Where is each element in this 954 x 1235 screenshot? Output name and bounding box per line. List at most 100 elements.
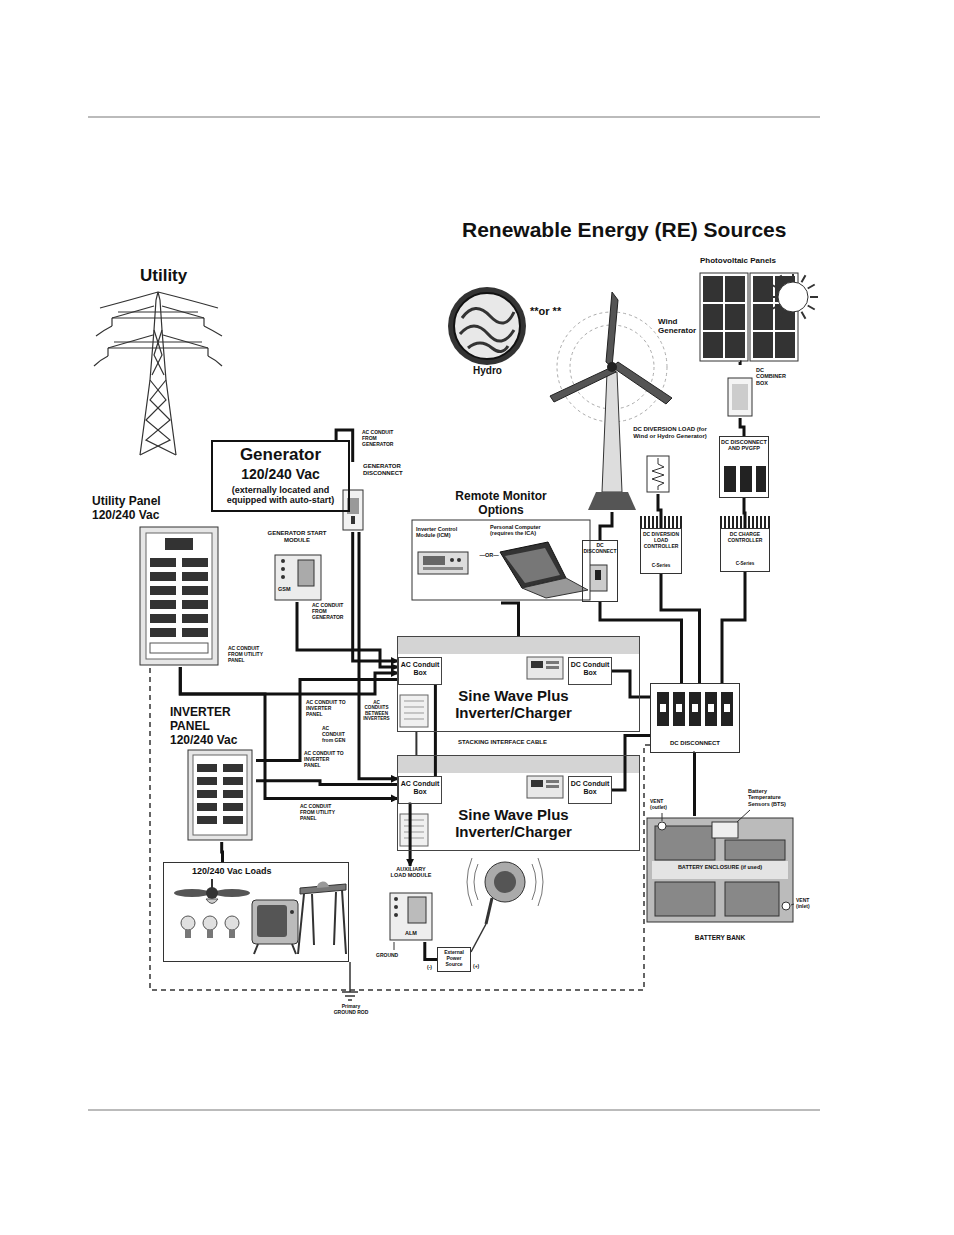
node-text: Sine Wave Plus Inverter/Charger [446, 806, 581, 841]
hydro-icon [448, 287, 526, 365]
conduit-line [739, 362, 742, 365]
inverter-drawing [404, 820, 424, 838]
node-text: DC DISCONNECT [583, 543, 617, 555]
text-slot: AC CONDUITS BETWEEN INVERTERS [363, 700, 390, 721]
transmission-tower [154, 330, 164, 375]
loads-drawing [181, 916, 195, 930]
battery-enclosure-drawing [662, 813, 663, 821]
utility-panel-drawing [150, 558, 208, 637]
combiner-box: DC COMBINER BOX [726, 365, 790, 418]
transmission-tower [163, 335, 208, 348]
disconnect-switch-drawing [351, 516, 355, 524]
callout-label: AC CONDUIT FROM UTILITY PANEL [228, 646, 272, 663]
callout-label: GROUND [376, 953, 402, 959]
battery-enclosure-drawing [655, 882, 715, 916]
callout-label: AC CONDUIT from GEN [322, 726, 350, 743]
conduit-line [661, 574, 700, 683]
text-slot: (-) [427, 965, 437, 971]
inverter-drawing [546, 661, 559, 664]
transmission-tower [207, 348, 208, 356]
text-slot: Photovoltaic Panels [700, 256, 800, 265]
resistor-symbol [652, 458, 664, 490]
dc-conduit-box: DC Conduit Box [568, 776, 612, 804]
transmission-tower [146, 380, 176, 455]
ground-wiring [342, 992, 358, 1000]
loads-drawing [174, 889, 210, 897]
conduit-line [612, 671, 650, 697]
transmission-tower [108, 347, 208, 348]
conduit-line [256, 781, 398, 785]
callout-label: AC CONDUIT FROM UTILITY PANEL [300, 804, 346, 821]
callout-label: (+) [473, 964, 485, 970]
conduit-line [297, 602, 398, 667]
loads-drawing [214, 889, 250, 897]
utility-panel-drawing [146, 533, 212, 659]
node-text: —OR— [478, 552, 500, 558]
alarm-bell [471, 924, 486, 952]
node-text: External Power Source [438, 950, 470, 967]
loads-drawing [185, 930, 191, 938]
text-slot: Battery Temperature Sensors (BTS) [748, 788, 796, 807]
remote-monitor-drawing [412, 520, 590, 600]
loads-drawing [252, 900, 298, 944]
text-slot: C-Series [721, 561, 769, 566]
loads-drawing [229, 930, 235, 938]
text-slot: AC CONDUIT TO INVERTER PANEL [304, 751, 346, 768]
transmission-tower [140, 292, 158, 455]
transmission-tower [158, 292, 176, 455]
dc-conduit-box: DC Conduit Box [568, 657, 612, 685]
inverter-panel: INVERTER PANEL 120/240 Vac [168, 706, 256, 842]
text-slot: GENERATOR DISCONNECT [363, 463, 408, 477]
text-slot: AC Conduit Box [399, 780, 441, 796]
text-slot: DC DISCONNECT [583, 543, 617, 555]
battery-enclosure-drawing [655, 826, 715, 860]
node-text: DC Conduit Box [569, 661, 611, 677]
alarm-bell [485, 862, 525, 902]
text-slot: BATTERY ENCLOSURE (if used) [645, 864, 795, 870]
loads-drawing [206, 887, 218, 899]
resistor-symbol [647, 456, 669, 492]
edge-label: STACKING INTERFACE CABLE [458, 739, 608, 746]
inverter-charger: Sine Wave Plus Inverter/Charger AC Condui… [397, 755, 640, 851]
remote-monitor-drawing [412, 520, 590, 600]
remote-monitor-drawing [522, 578, 588, 598]
alm-drawing [394, 897, 398, 901]
dc-disconnect-drawing [650, 683, 740, 753]
node-text: (externally located and equipped with au… [219, 485, 342, 506]
loads-drawing [257, 905, 287, 937]
conduit-line [434, 685, 437, 776]
breaker-drawing [756, 466, 766, 492]
loads-drawing [254, 944, 296, 954]
text-slot: **or ** [530, 305, 580, 318]
hydro-icon [448, 287, 526, 365]
battery-enclosure-drawing [712, 822, 738, 838]
inverter-drawing [400, 814, 428, 846]
remote-monitor-panel: Remote Monitor OptionsInverter Control M… [410, 490, 592, 603]
text-slot: STACKING INTERFACE CABLE [458, 739, 608, 746]
callout-label: Utility [140, 266, 220, 286]
loads-drawing [206, 899, 218, 904]
node-text: 120/240 Vac Loads [192, 866, 342, 876]
remote-monitor-drawing [450, 558, 454, 562]
text-slot: INVERTER PANEL 120/240 Vac [170, 706, 242, 747]
inverter-drawing [400, 695, 428, 727]
alarm-bell [486, 898, 492, 924]
conduit-line [220, 842, 224, 862]
transmission-tower [111, 318, 112, 326]
inverter-drawing [527, 776, 563, 798]
callout-label: (-) [427, 965, 437, 971]
callout-label: AC CONDUIT FROM GENERATOR [362, 430, 402, 447]
battery-enclosure-drawing [658, 822, 666, 830]
remote-monitor-drawing [457, 558, 461, 562]
callout-label: **or ** [530, 305, 580, 318]
text-slot: DC DIVERSION LOAD (for Wind or Hydro Gen… [630, 426, 710, 440]
conduit-line [740, 418, 744, 436]
gsm-drawing [275, 555, 321, 600]
node-text: Inverter Control Module (ICM) [416, 526, 470, 539]
breaker-drawing [589, 565, 607, 591]
solar-panels [768, 274, 818, 322]
alm-drawing [394, 913, 398, 917]
wind-turbine [550, 367, 616, 402]
node-text: GSM [278, 586, 308, 592]
